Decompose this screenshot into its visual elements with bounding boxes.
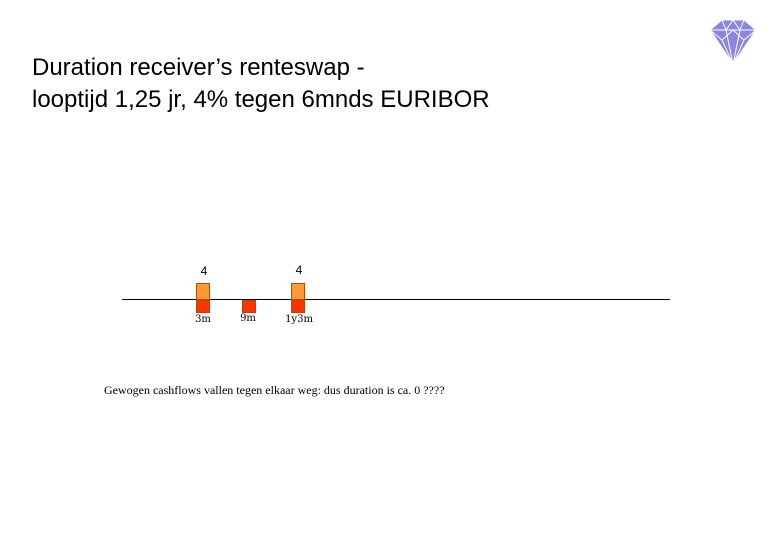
diamond-icon	[709, 19, 757, 66]
inflow-amount-1y3m: 4	[295, 263, 303, 277]
timeline-axis	[122, 299, 670, 300]
tick-label-3m: 3m	[195, 314, 211, 325]
inflow-amount-3m: 4	[200, 264, 208, 278]
tick-label-9m: 9m	[240, 313, 256, 324]
inflow-bar-1y3m	[291, 283, 305, 300]
title-line-2: looptijd 1,25 jr, 4% tegen 6mnds EURIBOR	[32, 86, 490, 113]
inflow-bar-3m	[196, 283, 210, 300]
outflow-bar-3m	[196, 300, 210, 313]
outflow-bar-1y3m	[291, 300, 305, 313]
title-line-1: Duration receiver’s renteswap -	[32, 54, 365, 81]
outflow-bar-9m	[242, 300, 256, 313]
tick-label-1y3m: 1y3m	[285, 314, 313, 325]
footnote-text: Gewogen cashflows vallen tegen elkaar we…	[104, 383, 445, 397]
slide-title: Duration receiver’s renteswap - looptijd…	[32, 52, 490, 116]
